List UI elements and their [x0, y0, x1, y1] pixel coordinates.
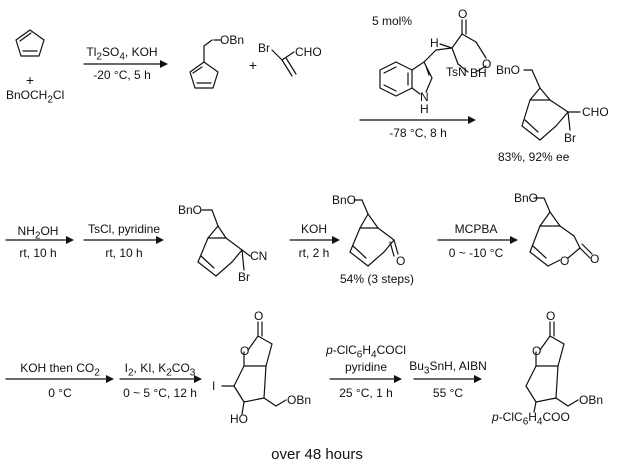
- p7-obn-label: OBn: [579, 393, 604, 407]
- p3-bno-label: BnO: [178, 203, 203, 217]
- cyclopentadiene-structure: [15, 29, 45, 57]
- plus-sign-2: +: [248, 57, 258, 73]
- step5-reagents: KOH: [300, 222, 328, 236]
- p7-ester-label: p-ClC6H4COO: [492, 410, 570, 428]
- p4-bno-label: BnO: [332, 193, 357, 207]
- catalyst-indole-n: N: [420, 90, 429, 104]
- arrow-step-7: [5, 375, 114, 383]
- p2-yield-label: 83%, 92% ee: [498, 150, 570, 164]
- catalyst-ring-o: O: [482, 57, 492, 71]
- p7-ring-o: O: [532, 344, 542, 358]
- step7-reagents: KOH then CO2: [20, 361, 100, 379]
- catalyst-carbonyl-o: O: [458, 7, 468, 21]
- bicyclic-ketone-structure: [349, 199, 399, 267]
- p6-ring-o: O: [240, 344, 250, 358]
- step9-reagents: p-ClC6H4COCl: [326, 343, 406, 361]
- arrow-step-8: [119, 375, 202, 383]
- benzyl-chloromethyl-ether-label: BnOCH2Cl: [6, 88, 65, 106]
- p2-cho-label: CHO: [582, 105, 609, 119]
- step10-reagents: Bu3SnH, AIBN: [409, 359, 487, 377]
- p6-obn-label: OBn: [287, 393, 312, 407]
- step9-base: pyridine: [344, 360, 388, 374]
- step6-conditions: 0 ~ -10 °C: [448, 246, 504, 260]
- p5-ring-o: O: [560, 254, 570, 268]
- catalyst-loading-label: 5 mol%: [372, 14, 413, 28]
- step7-conditions: 0 °C: [48, 386, 72, 400]
- plus-sign-1: +: [25, 72, 35, 88]
- step1-reagents: Tl2SO4, KOH: [86, 45, 158, 63]
- arrow-step-1: [83, 60, 168, 68]
- catalyst-indole-h: H: [420, 102, 429, 116]
- step8-reagents: I2, KI, K2CO3: [124, 361, 196, 379]
- arrow-step-5: [289, 236, 340, 244]
- bromoacrolein-br-label: Br: [258, 41, 270, 55]
- arrow-step-4: [83, 236, 164, 244]
- step5-conditions: rt, 2 h: [298, 246, 330, 260]
- iodolactone-structure: [221, 321, 287, 415]
- step4-conditions: rt, 10 h: [105, 246, 143, 260]
- p3-br-label: Br: [238, 270, 250, 284]
- bromoacrolein-cho-label: CHO: [295, 45, 322, 59]
- catalyst-structure: [379, 19, 487, 97]
- catalyst-bh-label: BH: [470, 66, 487, 80]
- step4-reagents: TsCl, pyridine: [87, 222, 161, 236]
- step9-conditions: 25 °C, 1 h: [339, 386, 393, 400]
- p5-carbonyl-o: O: [590, 252, 600, 266]
- step8-conditions: 0 ~ 5 °C, 12 h: [123, 386, 197, 400]
- p6-iodo-label: I: [212, 379, 216, 393]
- step3-reagents: NH2OH: [17, 224, 59, 242]
- p6-carbonyl-o: O: [254, 309, 264, 323]
- arrow-step-3: [5, 236, 74, 244]
- benzyloxymethyl-cyclopentadiene-structure: [189, 39, 221, 89]
- arrow-step-10: [413, 375, 482, 383]
- bicyclic-bromoaldehyde-structure: [521, 69, 581, 141]
- step10-conditions: 55 °C: [432, 386, 464, 400]
- step2-conditions: -78 °C, 8 h: [389, 126, 447, 140]
- step3-conditions: rt, 10 h: [19, 246, 57, 260]
- p2-br-label: Br: [564, 131, 576, 145]
- p4-ketone-o: O: [396, 254, 406, 268]
- p5-bno-label: BnO: [514, 191, 539, 205]
- p4-yield-label: 54% (3 steps): [340, 272, 415, 286]
- arrow-step-9: [329, 375, 402, 383]
- arrow-step-2: [359, 116, 476, 124]
- catalyst-stereo-h: H: [430, 36, 439, 50]
- p2-bno-label: BnO: [496, 63, 521, 77]
- p1-obn-label: OBn: [220, 33, 245, 47]
- p6-ho-label: HO: [230, 412, 248, 426]
- bicyclic-bromonitrile-structure: [197, 209, 251, 277]
- arrow-step-6: [437, 236, 518, 244]
- p3-cn-label: CN: [250, 249, 268, 263]
- bromoacrolein-structure: [271, 49, 297, 77]
- duration-caption: over 48 hours: [271, 446, 363, 463]
- corey-lactone-ester-structure: [525, 321, 579, 413]
- step1-conditions: -20 °C, 5 h: [93, 68, 151, 82]
- catalyst-tsn-label: TsN: [446, 65, 467, 79]
- bicyclic-lactone-structure: [529, 197, 593, 267]
- p7-carbonyl-o: O: [546, 309, 556, 323]
- step6-reagents: MCPBA: [454, 222, 498, 236]
